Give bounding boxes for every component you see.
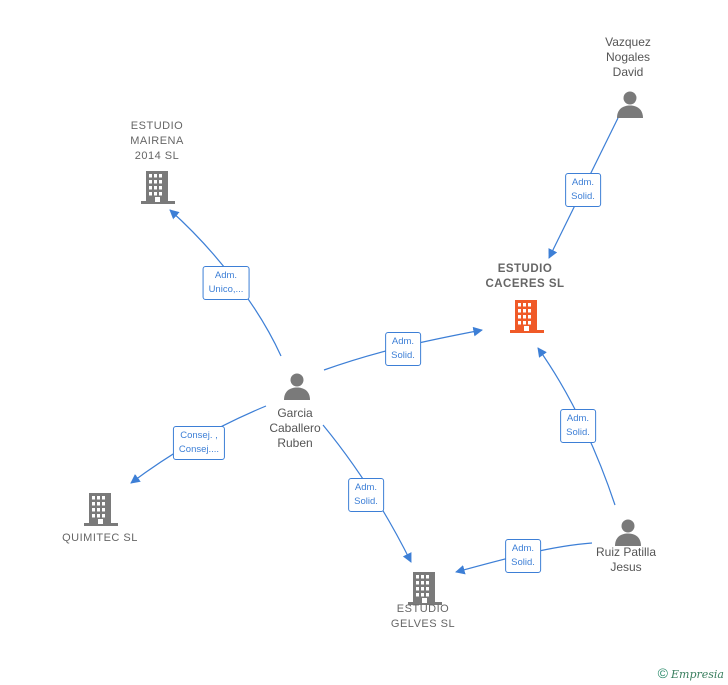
relation-label[interactable]: Adm. Solid.	[385, 332, 421, 366]
company-name-label[interactable]: ESTUDIO CACERES SL	[485, 263, 565, 290]
person-icon[interactable]	[613, 517, 643, 552]
relation-label[interactable]: Consej. , Consej....	[172, 426, 226, 460]
copyright-icon: ©	[657, 665, 668, 681]
company-name-label[interactable]: QUIMITEC SL	[62, 532, 138, 544]
relation-label[interactable]: Adm. Solid.	[565, 173, 601, 207]
building-icon[interactable]	[141, 169, 175, 210]
footer-brand: ©Empresia	[658, 665, 724, 681]
person-icon[interactable]	[282, 371, 312, 406]
relation-label[interactable]: Adm. Unico,...	[202, 266, 250, 300]
person-name-label[interactable]: Ruiz Patilla Jesus	[595, 545, 657, 574]
relation-label[interactable]: Adm. Solid.	[505, 539, 541, 573]
person-name-label[interactable]: Garcia Caballero Ruben	[269, 406, 321, 450]
company-name-label[interactable]: ESTUDIO MAIRENA 2014 SL	[130, 119, 184, 162]
person-icon[interactable]	[615, 89, 645, 124]
building-icon[interactable]	[408, 570, 442, 611]
relation-label[interactable]: Adm. Solid.	[560, 409, 596, 443]
building-icon[interactable]	[510, 298, 544, 339]
company-name-label[interactable]: ESTUDIO GELVES SL	[390, 603, 456, 630]
relation-label[interactable]: Adm. Solid.	[348, 478, 384, 512]
person-name-label[interactable]: Vazquez Nogales David	[605, 34, 651, 79]
building-icon[interactable]	[84, 491, 118, 532]
brand-logo: Empresia	[671, 668, 724, 681]
